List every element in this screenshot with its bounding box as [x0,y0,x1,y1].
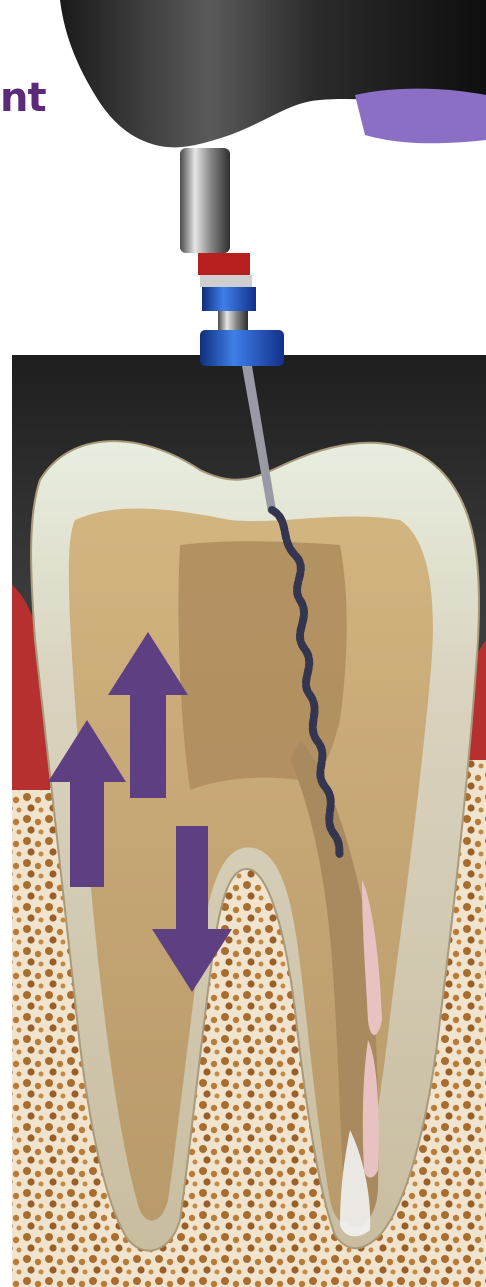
file-blue-ring [202,287,256,311]
file-blue-stopper [200,330,284,366]
handpiece-purple-grip [355,89,486,144]
file-silver-ring [200,275,252,287]
file-shank [180,148,230,253]
file-neck [218,311,248,333]
file-red-ring [198,253,250,275]
